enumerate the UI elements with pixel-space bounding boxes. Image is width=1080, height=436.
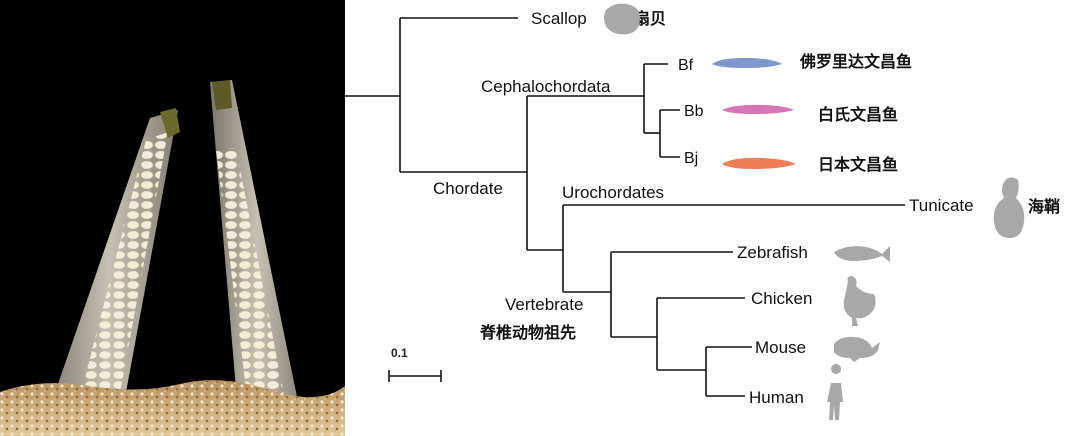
bb-lancelet-icon bbox=[722, 104, 794, 114]
clade-label-urochordates: Urochordates bbox=[562, 183, 664, 202]
taxon-label-tunicate: Tunicate bbox=[909, 196, 974, 215]
taxon-cn-bb: 白氏文昌鱼 bbox=[818, 105, 898, 124]
clade-label-vertebrate: Vertebrate bbox=[505, 295, 583, 314]
tree-branches bbox=[345, 17, 905, 397]
taxon-cn-tunicate: 海鞘 bbox=[1028, 197, 1060, 216]
lancelet-right bbox=[210, 80, 305, 436]
clade-cn-vertebrate: 脊椎动物祖先 bbox=[479, 323, 576, 342]
chicken-icon bbox=[843, 276, 876, 326]
lancelet-left bbox=[40, 108, 180, 436]
taxon-label-mouse: Mouse bbox=[755, 338, 806, 357]
photo-background bbox=[0, 0, 345, 436]
taxon-label-chicken: Chicken bbox=[751, 289, 812, 308]
taxon-label-scallop: Scallop bbox=[531, 9, 587, 28]
taxon-label-human: Human bbox=[749, 388, 804, 407]
human-icon bbox=[827, 364, 843, 420]
bj-lancelet-icon bbox=[722, 157, 796, 169]
taxon-label-bj: Bj bbox=[684, 150, 698, 167]
taxon-label-zebrafish: Zebrafish bbox=[737, 243, 808, 262]
clade-label-chordate: Chordate bbox=[433, 179, 503, 198]
taxon-cn-bj: 日本文昌鱼 bbox=[818, 155, 898, 174]
zebrafish-icon bbox=[834, 246, 890, 262]
lancelet-photo bbox=[0, 0, 345, 436]
taxon-cn-scallop: 扇贝 bbox=[634, 9, 666, 28]
bf-lancelet-icon bbox=[712, 57, 782, 68]
scallop-icon bbox=[604, 3, 640, 35]
taxon-label-bb: Bb bbox=[684, 103, 704, 120]
tunicate-icon bbox=[993, 177, 1025, 238]
mouse-icon bbox=[834, 336, 880, 362]
scale-bar: 0.1 bbox=[388, 346, 442, 382]
clade-label-cephalochordata: Cephalochordata bbox=[481, 77, 611, 96]
taxon-label-bf: Bf bbox=[678, 57, 694, 74]
sand-bed bbox=[0, 380, 345, 436]
taxon-cn-bf: 佛罗里达文昌鱼 bbox=[799, 52, 912, 71]
scale-bar-label: 0.1 bbox=[391, 346, 408, 360]
